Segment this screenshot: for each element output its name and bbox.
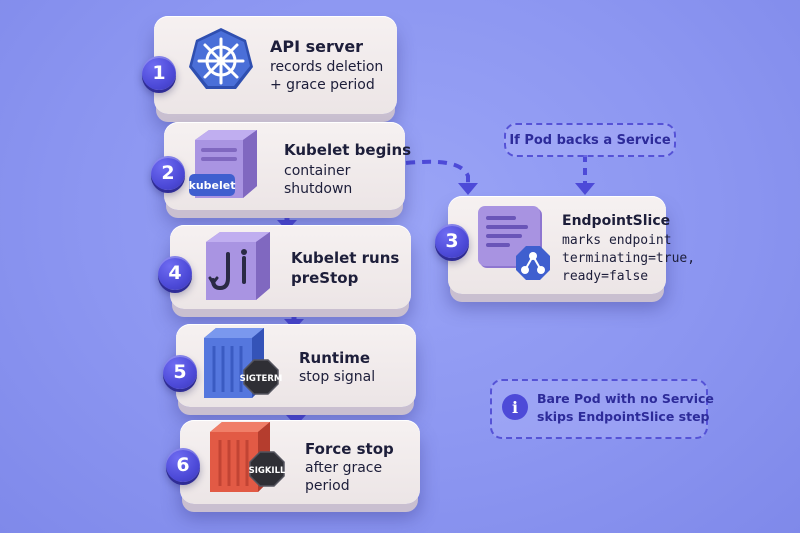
endpointslice-document-icon bbox=[478, 206, 550, 280]
kubernetes-helm-icon bbox=[189, 28, 253, 89]
step-3-title: EndpointSlice bbox=[562, 213, 671, 229]
step-5-line-1: stop signal bbox=[299, 369, 376, 385]
step-3-line-3: ready=false bbox=[562, 269, 649, 284]
step-1-line-2: + grace period bbox=[270, 77, 375, 93]
red-container-icon: SIGKILL bbox=[210, 422, 286, 492]
step-6-line-2: period bbox=[305, 478, 350, 494]
kubelet-cube-icon: kubelet bbox=[189, 130, 257, 198]
step-1-line-1: records deletion bbox=[270, 59, 384, 75]
step-3-line-1: marks endpoint bbox=[562, 233, 672, 248]
condition-label: If Pod backs a Service bbox=[504, 123, 676, 157]
step-4-line-1: preStop bbox=[291, 269, 359, 287]
sigterm-label: SIGTERM bbox=[240, 374, 283, 384]
step-1-title: API server bbox=[270, 37, 364, 56]
step-6-badge: 6 bbox=[166, 448, 200, 482]
step-4-badge: 4 bbox=[158, 256, 192, 290]
prestop-hook-cube-icon bbox=[206, 232, 270, 300]
step-5-title: Runtime bbox=[299, 349, 371, 367]
step-6-line-1: after grace bbox=[305, 460, 383, 476]
step-4-title: Kubelet runs bbox=[291, 249, 400, 267]
step-2-badge: 2 bbox=[151, 156, 185, 190]
step-1-badge: 1 bbox=[142, 56, 176, 90]
blue-container-icon: SIGTERM bbox=[204, 328, 283, 398]
note-line-2: skips EndpointSlice step bbox=[537, 409, 710, 424]
note-line-1: Bare Pod with no Service bbox=[537, 391, 714, 406]
dashed-arrow-condition-to-3 bbox=[575, 155, 595, 195]
info-icon: i bbox=[502, 394, 528, 420]
step-2-title: Kubelet begins bbox=[284, 141, 412, 159]
kubelet-label: kubelet bbox=[189, 179, 236, 192]
step-2-line-2: shutdown bbox=[284, 181, 353, 197]
step-6-title: Force stop bbox=[305, 440, 394, 458]
dashed-arrow-2-to-3 bbox=[405, 159, 478, 195]
step-5-badge: 5 bbox=[163, 355, 197, 389]
step-3-line-2: terminating=true, bbox=[562, 251, 696, 266]
step-3-badge: 3 bbox=[435, 224, 469, 258]
sigkill-label: SIGKILL bbox=[249, 466, 286, 476]
step-2-line-1: container bbox=[284, 163, 351, 179]
